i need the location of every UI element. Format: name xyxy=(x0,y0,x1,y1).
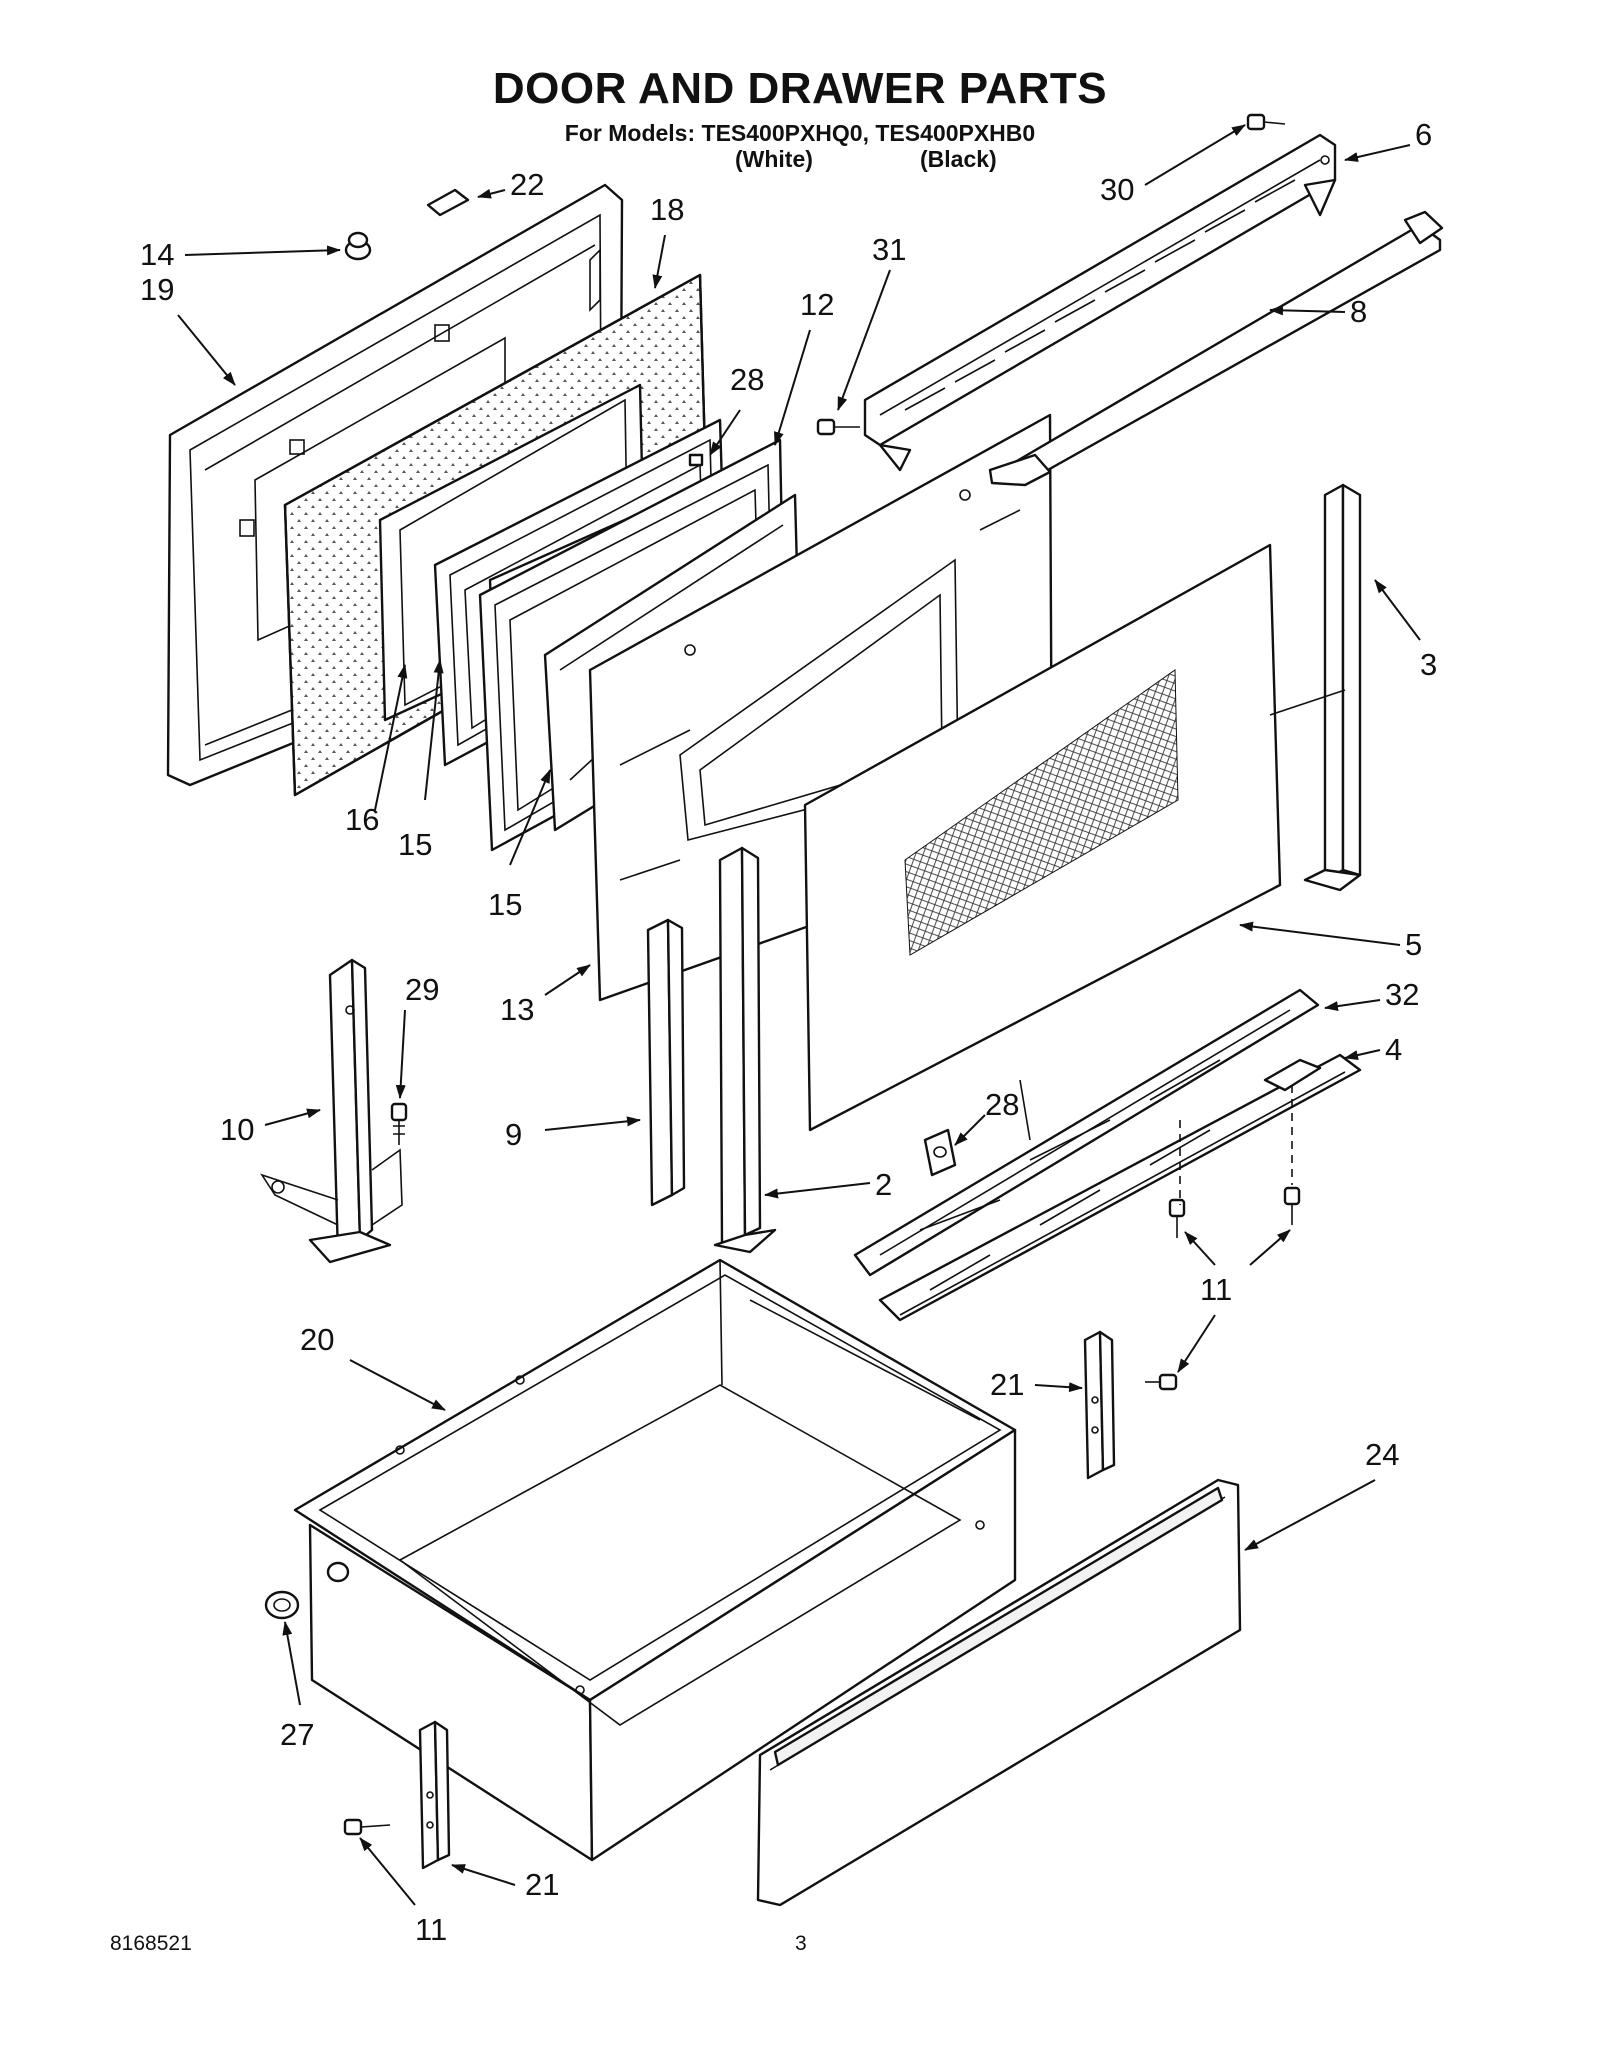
hinge-bracket-part-10 xyxy=(260,958,403,1264)
callout-18: 18 xyxy=(650,192,684,227)
callout-15-upper: 15 xyxy=(398,827,432,862)
clip-part-28-upper xyxy=(688,453,704,467)
callout-15-lower: 15 xyxy=(488,887,522,922)
callout-leaders xyxy=(177,124,1421,1906)
callout-21-left: 21 xyxy=(525,1867,559,1902)
callout-22: 22 xyxy=(510,167,544,202)
callout-24: 24 xyxy=(1365,1437,1399,1472)
clip-part-22 xyxy=(426,188,470,217)
side-trim-part-9 xyxy=(646,918,686,1207)
callout-32: 32 xyxy=(1385,977,1419,1012)
drawer-front-panel-part-24 xyxy=(756,1478,1242,1907)
door-bottom-channel-part-4 xyxy=(878,1053,1362,1322)
callout-30: 30 xyxy=(1100,172,1134,207)
side-trim-right-part-3 xyxy=(1269,483,1362,892)
callout-29: 29 xyxy=(405,972,439,1007)
callout-27: 27 xyxy=(280,1717,314,1752)
document-number: 8168521 xyxy=(110,1932,192,1955)
door-handle-part-8 xyxy=(988,210,1444,487)
screw-part-11-middle xyxy=(1145,1373,1178,1391)
callout-12: 12 xyxy=(800,287,834,322)
callout-19: 19 xyxy=(140,272,174,307)
drawer-body-part-20 xyxy=(293,1258,1017,1862)
slide-bracket-part-21-right xyxy=(1083,1330,1116,1480)
callout-21-right: 21 xyxy=(990,1367,1024,1402)
callout-5: 5 xyxy=(1405,927,1422,962)
screw-part-11-right-a xyxy=(1168,1198,1186,1238)
callout-28-lower: 28 xyxy=(985,1087,1019,1122)
callout-6: 6 xyxy=(1415,117,1432,152)
door-top-vent-part-6 xyxy=(863,133,1337,472)
callout-13: 13 xyxy=(500,992,534,1027)
callout-4: 4 xyxy=(1385,1032,1402,1067)
callout-labels: 14 22 19 18 28 12 31 30 6 8 3 5 32 4 16 … xyxy=(140,117,1437,1947)
page-number: 3 xyxy=(795,1932,807,1955)
screw-part-30 xyxy=(1246,113,1286,131)
slide-bracket-part-21-left xyxy=(418,1720,451,1870)
callout-28-upper: 28 xyxy=(730,362,764,397)
door-bottom-rail-part-32 xyxy=(853,988,1320,1277)
page-title: DOOR AND DRAWER PARTS xyxy=(492,64,1108,113)
callout-11-right: 11 xyxy=(1200,1272,1232,1307)
callout-31: 31 xyxy=(872,232,906,267)
callout-20: 20 xyxy=(300,1322,334,1357)
screw-part-11-bottom xyxy=(343,1818,391,1836)
screw-part-29 xyxy=(390,1102,408,1145)
callout-10: 10 xyxy=(220,1112,254,1147)
callout-9: 9 xyxy=(505,1117,522,1152)
callout-14: 14 xyxy=(140,237,174,272)
side-trim-part-2 xyxy=(713,846,777,1254)
callout-8: 8 xyxy=(1350,294,1367,329)
callout-3: 3 xyxy=(1420,647,1437,682)
variant-black-label: (Black) xyxy=(920,146,997,172)
bumper-part-14 xyxy=(344,231,372,261)
screw-part-11-right-b xyxy=(1283,1186,1301,1225)
clip-part-28-lower xyxy=(923,1128,957,1177)
screw-part-31 xyxy=(816,418,860,436)
callout-16: 16 xyxy=(345,802,379,837)
callout-2: 2 xyxy=(875,1167,892,1202)
variant-white-label: (White) xyxy=(735,146,813,172)
door-outer-panel-part-5 xyxy=(803,543,1282,1141)
callout-11-bottom: 11 xyxy=(415,1912,447,1947)
models-line: For Models: TES400PXHQ0, TES400PXHB0 xyxy=(564,120,1036,146)
bumper-part-27 xyxy=(264,1590,300,1620)
